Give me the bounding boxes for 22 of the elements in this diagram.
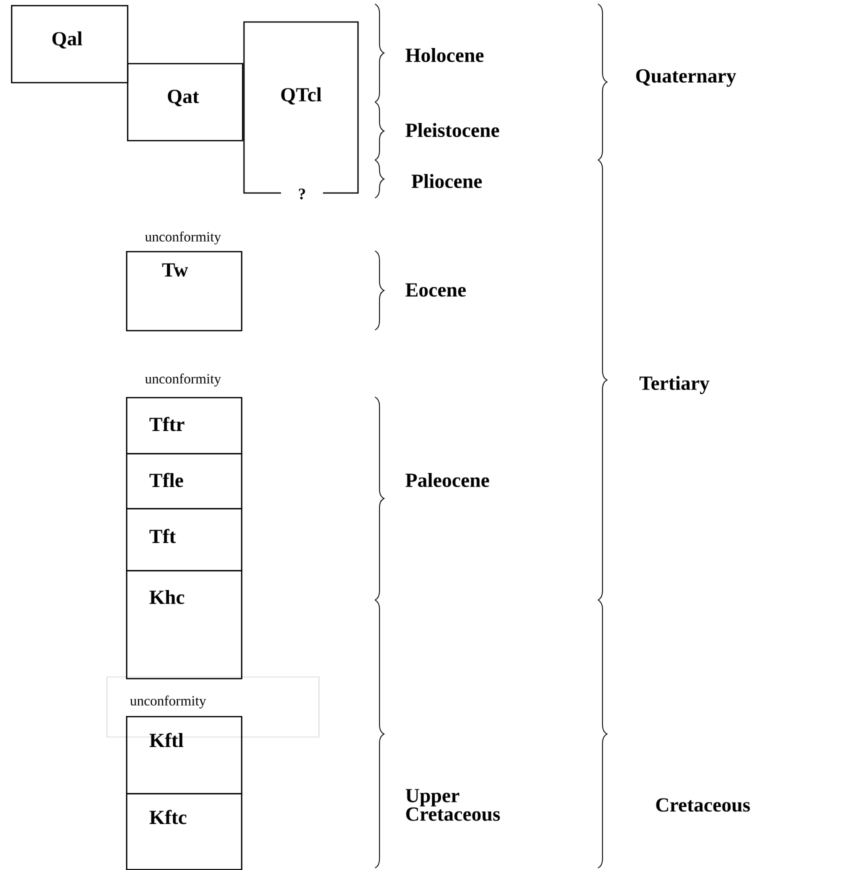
- time-label: Quaternary: [636, 69, 736, 87]
- unit-label: Kftc: [150, 810, 186, 824]
- query-mark: ?: [298, 188, 306, 200]
- unit-label: Tw: [162, 263, 188, 277]
- time-label: Upper Cretaceous: [406, 789, 500, 821]
- unit-label: QTcl: [281, 87, 322, 105]
- unit-label: Tftr: [150, 416, 184, 432]
- time-label: Pliocene: [412, 174, 482, 188]
- unit-label: Tft: [150, 528, 176, 544]
- time-label: Paleocene: [406, 472, 490, 488]
- time-label: Cretaceous: [656, 798, 750, 812]
- unit-label: Kftl: [150, 732, 184, 748]
- unit-label: Qal: [52, 31, 82, 49]
- unconformity-label: unconformity: [130, 696, 206, 708]
- unit-label: Qat: [168, 90, 200, 106]
- unit-label: Tfle: [150, 472, 184, 488]
- time-label: Tertiary: [640, 376, 710, 394]
- time-label: Pleistocene: [406, 122, 500, 138]
- unit-label: Khc: [150, 590, 184, 604]
- time-label: Eocene: [406, 283, 466, 297]
- unconformity-label: unconformity: [145, 232, 222, 244]
- time-label: Holocene: [406, 48, 484, 62]
